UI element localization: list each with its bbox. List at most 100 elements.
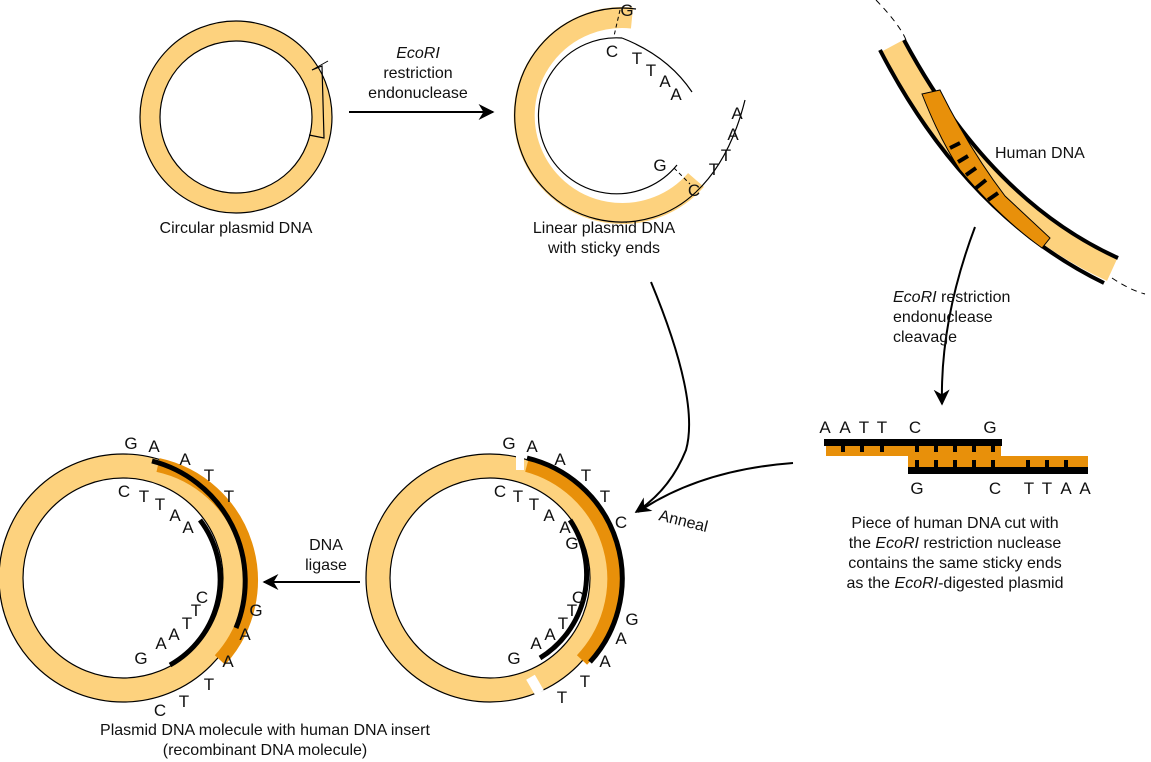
base-label: T — [580, 672, 590, 691]
base-label: T — [204, 466, 214, 485]
base-label: A — [179, 450, 191, 469]
base-label: C — [688, 181, 700, 200]
human-dna-label: Human DNA — [995, 145, 1085, 162]
ligase-label-2: ligase — [305, 557, 347, 574]
linear-plasmid — [513, 7, 746, 224]
base-label: G — [124, 434, 137, 453]
fragment-caption-4: as the EcoRI-digested plasmid — [846, 575, 1063, 592]
enzyme-name: EcoRI — [396, 45, 440, 62]
base-label: A — [615, 629, 627, 648]
base-label: A — [670, 85, 682, 104]
base-label: G — [910, 479, 923, 498]
base-label: A — [1079, 479, 1091, 498]
base-label: T — [182, 614, 192, 633]
anneal-label: Anneal — [657, 507, 709, 536]
base-label: C — [989, 479, 1001, 498]
annealed-plasmid — [365, 452, 625, 703]
recombinant-caption-2: (recombinant DNA molecule) — [163, 742, 368, 759]
base-label: A — [554, 450, 566, 469]
base-label: G — [134, 649, 147, 668]
base-label: A — [1060, 479, 1072, 498]
base-label: G — [983, 418, 996, 437]
base-label: C — [154, 701, 166, 720]
fragment-caption-3: contains the same sticky ends — [848, 555, 1061, 572]
base-label: A — [659, 72, 671, 91]
base-label: C — [196, 588, 208, 607]
base-label: A — [526, 437, 538, 456]
fragment-caption-1: Piece of human DNA cut with — [851, 515, 1058, 532]
ecori-site-marker — [308, 65, 325, 139]
base-label: T — [709, 160, 719, 179]
base-label: A — [168, 625, 180, 644]
base-label: G — [653, 156, 666, 175]
base-label: T — [1024, 479, 1034, 498]
base-label: T — [1042, 479, 1052, 498]
top-sticky-bases: C T T A A — [606, 42, 682, 104]
base-label: T — [557, 688, 567, 707]
base-label: T — [513, 487, 523, 506]
base-label: G — [565, 534, 578, 553]
base-label: G — [620, 1, 633, 20]
base-label: T — [191, 601, 201, 620]
base-label: C — [909, 418, 921, 437]
base-label: A — [169, 506, 181, 525]
annealed-outer-bases: G A A T T C G A A T T — [502, 434, 638, 707]
base-label: C — [494, 482, 506, 501]
anneal-arrow-from-plasmid — [634, 281, 691, 513]
base-label: T — [224, 487, 234, 506]
base-label: A — [731, 104, 743, 123]
recombinant-inner-bases: C T T A A C T T A A G — [118, 482, 208, 668]
base-label: T — [632, 49, 642, 68]
base-label: G — [502, 434, 515, 453]
bottom-sticky-bases: A A T T C G — [653, 104, 743, 200]
base-label: T — [558, 614, 568, 633]
base-label: T — [155, 495, 165, 514]
circular-plasmid — [139, 20, 333, 214]
cleavage-label-line3: cleavage — [893, 329, 957, 346]
base-label: A — [148, 437, 160, 456]
base-label: T — [204, 675, 214, 694]
recombinant-caption-1: Plasmid DNA molecule with human DNA inse… — [100, 722, 430, 739]
human-dna-fragment — [824, 439, 1088, 474]
circular-plasmid-caption: Circular plasmid DNA — [160, 220, 313, 237]
base-label: C — [572, 588, 584, 607]
cleavage-label-line2: endonuclease — [893, 309, 993, 326]
base-label: T — [721, 146, 731, 165]
base-label: T — [859, 418, 869, 437]
base-label: A — [182, 518, 194, 537]
base-label: T — [139, 487, 149, 506]
base-label: T — [581, 466, 591, 485]
ligase-label-1: DNA — [309, 537, 343, 554]
base-label: A — [155, 634, 167, 653]
base-label: A — [839, 418, 851, 437]
enzyme-line3: endonuclease — [368, 85, 468, 102]
fragment-bottom-bases: G C T T A A — [910, 479, 1091, 498]
human-dna-strand — [875, 0, 1146, 295]
base-label: A — [544, 625, 556, 644]
base-label: A — [543, 506, 555, 525]
base-label: T — [877, 418, 887, 437]
base-label: T — [567, 601, 577, 620]
recombinant-plasmid — [0, 453, 258, 703]
base-label: A — [530, 634, 542, 653]
base-label: A — [819, 418, 831, 437]
base-label: C — [118, 482, 130, 501]
base-label: G — [249, 601, 262, 620]
recombinant-outer-bases: G A A T T G A A T T C — [124, 434, 262, 720]
base-label: A — [727, 125, 739, 144]
base-label: T — [646, 61, 656, 80]
fragment-caption-2: the EcoRI restriction nuclease — [849, 535, 1062, 552]
base-label: A — [559, 518, 571, 537]
base-label: G — [507, 649, 520, 668]
fragment-top-bases: A A T T C G — [819, 418, 996, 437]
annealed-inner-bases: C T T A A G C T T A A G — [494, 482, 584, 668]
base-label: C — [606, 42, 618, 61]
base-label: T — [179, 692, 189, 711]
cleavage-arrow — [933, 226, 976, 406]
linear-plasmid-caption-2: with sticky ends — [547, 240, 660, 257]
enzyme-line2: restriction — [383, 65, 452, 82]
anneal-arrow-from-fragment — [637, 462, 794, 513]
base-label: G — [625, 610, 638, 629]
cleavage-label-line1: EcoRI restriction — [893, 289, 1010, 306]
base-label: A — [599, 652, 611, 671]
